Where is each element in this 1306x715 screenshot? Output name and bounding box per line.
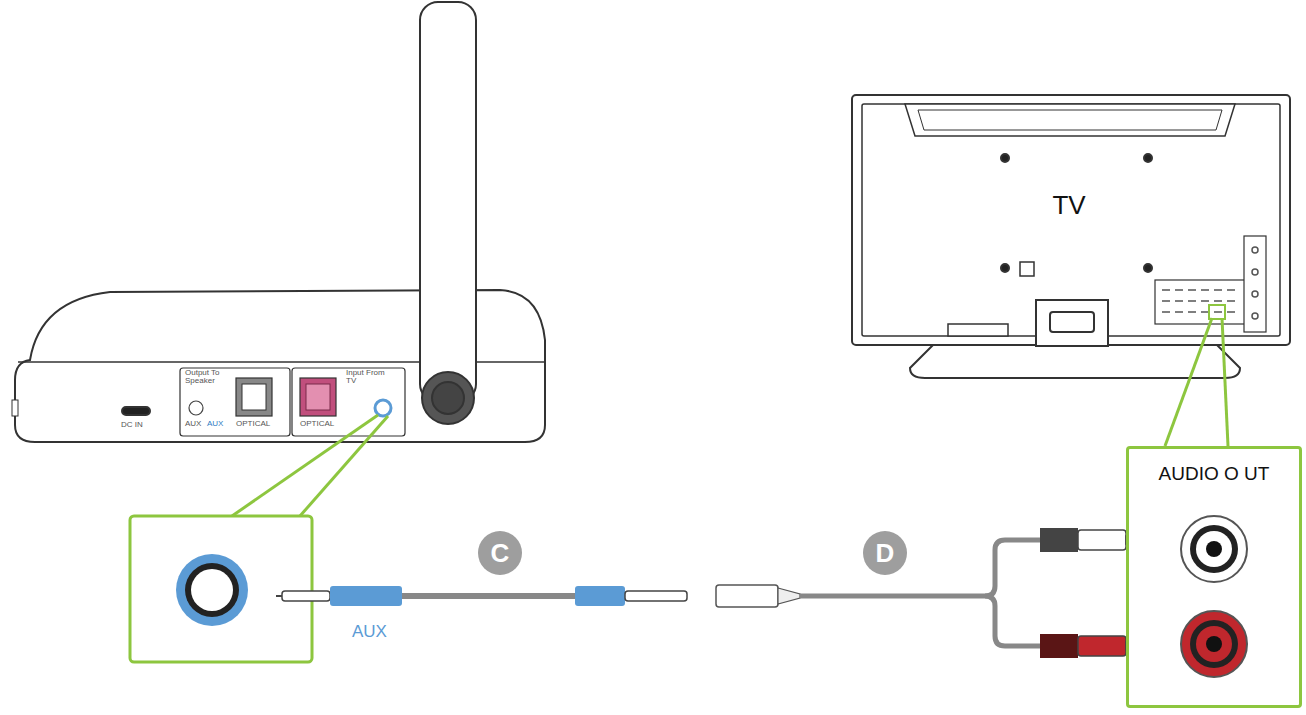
- port-label: Input From TV: [346, 369, 394, 386]
- port-label: AUX: [185, 420, 209, 428]
- node-text: D: [863, 531, 907, 575]
- rca-jacks: [1134, 509, 1294, 699]
- port-mark: [1252, 313, 1258, 319]
- node-text: AUDIO O UT: [1129, 449, 1299, 485]
- port-label: DC IN: [121, 421, 161, 429]
- port-label: AUX: [207, 420, 233, 428]
- antenna: [420, 2, 476, 424]
- cable-d: [716, 528, 1148, 658]
- node-text: C: [478, 531, 522, 575]
- port-mark: [1162, 311, 1170, 313]
- leader-line: [1165, 305, 1228, 446]
- port-mark: [1175, 300, 1183, 302]
- port-label: OPTICAL: [236, 420, 286, 428]
- plug-label: AUX: [352, 623, 412, 641]
- port-mark: [1227, 300, 1235, 302]
- port-mark: [1175, 311, 1183, 313]
- callout-circle: C: [478, 531, 522, 575]
- tv-port-detail: [1162, 247, 1258, 319]
- port-mark: [1252, 269, 1258, 275]
- port-label: Output To Speaker: [185, 369, 233, 386]
- port-mark: [1227, 289, 1235, 291]
- port-mark: [1201, 300, 1209, 302]
- port-mark: [1188, 300, 1196, 302]
- port-mark: [1162, 300, 1170, 302]
- port-mark: [1214, 311, 1222, 313]
- callout-box: AUDIO O UT: [1126, 446, 1302, 708]
- port-mark: [1214, 300, 1222, 302]
- port-mark: [1188, 311, 1196, 313]
- port-mark: [1201, 311, 1209, 313]
- port-mark: [1188, 289, 1196, 291]
- port-mark: [1214, 289, 1222, 291]
- tv-screen-label: TV: [1008, 190, 1130, 234]
- port-mark: [1175, 289, 1183, 291]
- port-label: OPTICAL: [300, 420, 350, 428]
- leader-line: [130, 415, 388, 662]
- port-mark: [1162, 289, 1170, 291]
- cable-c: [276, 531, 687, 606]
- callout-circle: D: [863, 531, 907, 575]
- port-mark: [1252, 291, 1258, 297]
- aux-jack-detail: [176, 554, 248, 626]
- port-mark: [1201, 289, 1209, 291]
- port-mark: [1227, 311, 1235, 313]
- node-text: TV: [1008, 190, 1130, 221]
- port-mark: [1252, 247, 1258, 253]
